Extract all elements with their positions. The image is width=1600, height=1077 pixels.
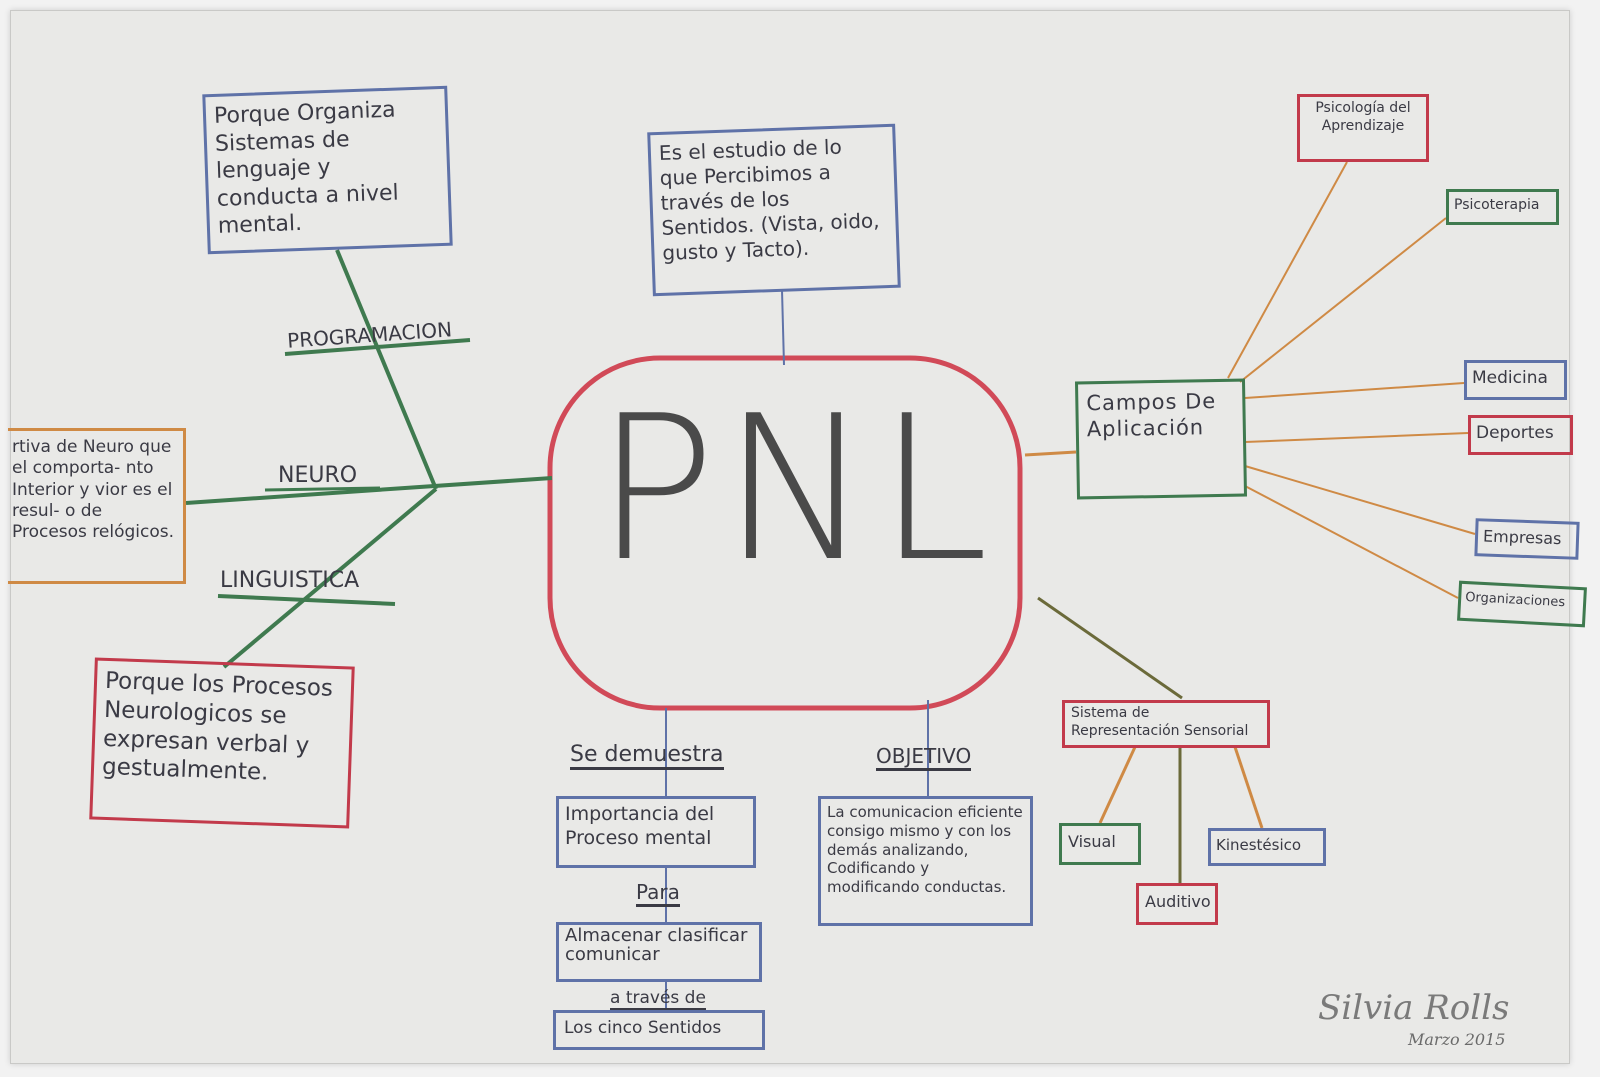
estudio-description-box: Es el estudio de lo que Percibimos a tra… [647,123,901,297]
paper-sheet [10,10,1570,1064]
campo-psicologia-aprendizaje: Psicología del Aprendizaje [1297,94,1429,162]
sistema-box: Sistema de Representación Sensorial [1062,700,1270,748]
neuro-branch-line [185,476,553,505]
campo-deportes: Deportes [1468,415,1573,455]
objetivo-label: OBJETIVO [876,744,972,771]
campo-psicoterapia-text: Psicoterapia [1454,197,1540,213]
signature-name: Silvia Rolls [1318,988,1510,1028]
sistema-line [1037,596,1183,700]
campos-psicoterapia-line [1239,217,1447,383]
programacion-underline [284,338,471,356]
sistema-auditivo-text: Auditivo [1145,892,1211,911]
importancia-box: Importancia del Proceso mental [556,796,756,868]
campo-empresas-text: Empresas [1482,526,1562,549]
campo-medicina: Medicina [1464,360,1567,400]
center-title: PNL [595,373,995,606]
almacenar-box: Almacenar clasificar comunicar [556,922,762,982]
campo-organizaciones: Organizaciones [1457,580,1587,628]
a-traves-de-label: a través de [610,988,706,1010]
center-node-border [547,355,1023,711]
programacion-description-box: Porque Organiza Sistemas de lenguaje y c… [202,85,453,255]
campos-box: Campos De Aplicación [1074,378,1248,500]
campo-psicologia-text: Psicología del Aprendizaje [1315,100,1411,134]
cinco-sentidos-box: Los cinco Sentidos [553,1010,765,1050]
signature-date: Marzo 2015 [1408,1030,1506,1049]
neuro-description-text: rtiva de Neuro que el comporta- nto Inte… [12,437,175,542]
linguistica-underline [217,594,396,606]
campo-organizaciones-text: Organizaciones [1464,590,1566,611]
campos-text: Campos De Aplicación [1086,389,1217,442]
sistema-visual: Visual [1059,823,1141,865]
sistema-visual-text: Visual [1068,832,1116,851]
linguistica-description-text: Porque los Procesos Neurologicos se expr… [101,667,334,786]
estudio-description-text: Es el estudio de lo que Percibimos a tra… [658,134,880,265]
campos-empresas-line [1244,465,1476,535]
sistema-text: Sistema de Representación Sensorial [1071,705,1249,739]
campo-psicoterapia: Psicoterapia [1446,189,1559,225]
campo-empresas: Empresas [1474,518,1580,560]
sistema-auditivo: Auditivo [1136,883,1218,925]
sistema-visual-line [1098,746,1137,824]
estudio-line [781,289,785,366]
neuro-label: NEURO [278,463,358,488]
campos-line [1024,450,1077,457]
linguistica-label: LINGUISTICA [220,568,360,593]
neuro-description-box: rtiva de Neuro que el comporta- nto Inte… [8,428,186,584]
importancia-text: Importancia del Proceso mental [565,803,715,849]
campos-medicina-line [1244,382,1465,399]
objetivo-description-box: La comunicacion eficiente consigo mismo … [818,796,1033,926]
campos-psicologia-line [1227,161,1348,379]
campos-deportes-line [1244,432,1469,443]
campos-organizaciones-line [1244,485,1459,599]
se-demuestra-label: Se demuestra [570,742,724,770]
objetivo-description-text: La comunicacion eficiente consigo mismo … [827,803,1023,896]
programacion-description-text: Porque Organiza Sistemas de lenguaje y c… [213,97,400,239]
campo-deportes-text: Deportes [1476,423,1554,443]
linguistica-line [222,487,438,669]
para-label: Para [636,880,680,907]
campo-medicina-text: Medicina [1472,368,1548,388]
sistema-kinestesico: Kinestésico [1208,828,1326,866]
sistema-kinestesico-text: Kinestésico [1216,836,1302,854]
cinco-sentidos-text: Los cinco Sentidos [564,1018,722,1038]
linguistica-description-box: Porque los Procesos Neurologicos se expr… [89,657,355,829]
programacion-line [335,249,438,490]
almacenar-text: Almacenar clasificar comunicar [565,925,748,965]
sistema-kinestesico-line [1233,746,1264,829]
neuro-underline [264,486,381,492]
